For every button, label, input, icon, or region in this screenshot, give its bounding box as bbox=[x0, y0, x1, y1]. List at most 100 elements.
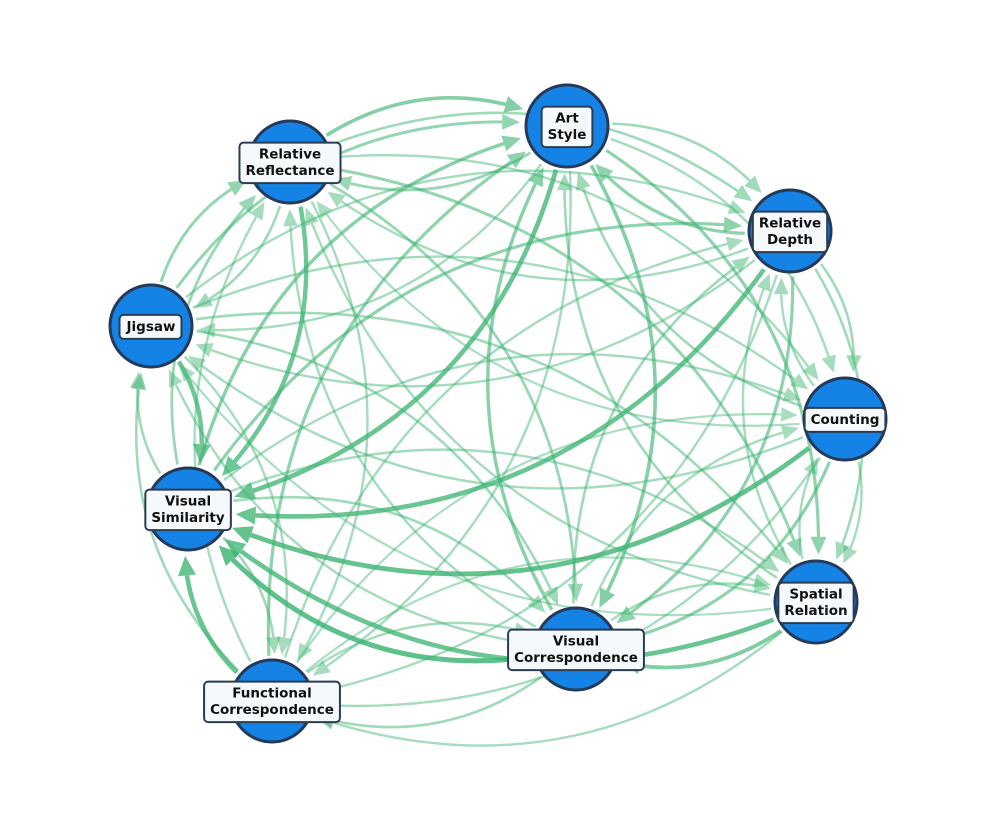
arrowhead-jigsaw-to-functional-correspondence bbox=[276, 636, 292, 655]
node-label-line: Reflectance bbox=[245, 163, 334, 179]
arrowhead-relative-depth-to-spatial-relation bbox=[835, 541, 850, 560]
arrowhead-relative-depth-to-relative-reflectance bbox=[327, 191, 346, 208]
arrowhead-relative-depth-to-counting bbox=[846, 355, 862, 373]
edge-visual-correspondence-to-art-style bbox=[486, 183, 554, 611]
edge-visual-correspondence-to-functional-correspondence bbox=[332, 676, 542, 729]
node-label-line: Correspondence bbox=[514, 650, 638, 666]
node-counting: Counting bbox=[802, 376, 888, 462]
edge-visual-similarity-to-art-style bbox=[197, 141, 505, 466]
arrowhead-spatial-relation-to-art-style bbox=[556, 173, 573, 191]
arrowhead-visual-correspondence-to-counting bbox=[780, 425, 799, 440]
arrowhead-relative-reflectance-to-visual-correspondence bbox=[567, 583, 584, 602]
node-label-box bbox=[118, 313, 183, 340]
arrowhead-visual-correspondence-to-relative-depth bbox=[731, 256, 750, 274]
arrowhead-visual-similarity-to-relative-depth bbox=[723, 216, 743, 233]
arrowhead-art-style-to-counting bbox=[821, 354, 836, 373]
node-label-line: Relative bbox=[259, 147, 321, 163]
arrowhead-jigsaw-to-visual-similarity bbox=[192, 443, 211, 464]
arrowhead-jigsaw-to-visual-correspondence bbox=[543, 586, 559, 606]
edge-art-style-to-functional-correspondence bbox=[325, 171, 572, 668]
node-label-box bbox=[751, 210, 829, 254]
edge-jigsaw-to-spatial-relation bbox=[195, 311, 779, 552]
edge-visual-correspondence-to-visual-similarity bbox=[230, 557, 532, 664]
edge-functional-correspondence-to-spatial-relation bbox=[305, 556, 756, 673]
arrowhead-visual-similarity-to-jigsaw bbox=[129, 371, 145, 389]
arrowhead-functional-correspondence-to-relative-depth bbox=[725, 236, 744, 252]
edge-visual-similarity-to-relative-depth bbox=[212, 222, 725, 472]
node-label-line: Spatial bbox=[789, 587, 842, 603]
arrowhead-art-style-to-spatial-relation bbox=[810, 536, 827, 555]
arrowhead-functional-correspondence-to-visual-similarity bbox=[177, 556, 196, 577]
arrowhead-jigsaw-to-relative-reflectance bbox=[227, 180, 247, 196]
arrowhead-functional-correspondence-to-relative-reflectance bbox=[249, 202, 265, 221]
node-label-box bbox=[203, 680, 341, 724]
node-label-line: Depth bbox=[767, 232, 813, 248]
edge-jigsaw-to-relative-depth bbox=[185, 169, 731, 299]
arrowhead-relative-reflectance-to-counting bbox=[802, 362, 819, 381]
node-label-line: Style bbox=[548, 127, 587, 143]
edge-relative-reflectance-to-visual-similarity bbox=[232, 206, 309, 464]
arrowhead-visual-correspondence-to-art-style bbox=[528, 167, 544, 188]
arrowhead-relative-depth-to-visual-correspondence bbox=[616, 606, 636, 624]
edge-art-style-to-jigsaw bbox=[214, 163, 543, 332]
node-label-line: Visual bbox=[165, 494, 211, 510]
edge-spatial-relation-to-relative-reflectance bbox=[310, 223, 771, 597]
arrowhead-relative-reflectance-to-relative-depth bbox=[733, 184, 753, 202]
node-label-line: Counting bbox=[811, 412, 880, 428]
edge-spatial-relation-to-relative-depth bbox=[741, 288, 792, 565]
edge-jigsaw-to-visual-correspondence bbox=[196, 329, 552, 590]
arrowhead-counting-to-visual-similarity bbox=[232, 526, 254, 544]
edge-visual-correspondence-to-relative-depth bbox=[572, 265, 737, 604]
arrowhead-art-style-to-visual-correspondence bbox=[599, 587, 616, 608]
edge-relative-depth-to-relative-reflectance bbox=[340, 200, 749, 282]
edge-relative-depth-to-counting bbox=[819, 263, 856, 356]
arrowhead-visual-correspondence-to-relative-reflectance bbox=[283, 209, 298, 227]
node-label-box bbox=[540, 105, 594, 149]
edge-visual-correspondence-to-counting bbox=[590, 431, 784, 607]
arrowhead-relative-depth-to-visual-similarity bbox=[235, 506, 257, 525]
node-label-box bbox=[507, 628, 645, 672]
arrowhead-art-style-to-jigsaw bbox=[197, 322, 216, 338]
edge-spatial-relation-to-functional-correspondence bbox=[332, 630, 783, 747]
edge-art-style-to-counting bbox=[610, 137, 830, 358]
arrowhead-visual-correspondence-to-visual-similarity bbox=[218, 545, 240, 567]
arrowhead-counting-to-relative-depth bbox=[773, 277, 789, 295]
node-label-line: Jigsaw bbox=[126, 319, 176, 335]
edge-counting-to-visual-similarity bbox=[249, 446, 811, 577]
node-label-box bbox=[238, 141, 342, 185]
node-label-box bbox=[777, 581, 855, 625]
arrowhead-relative-reflectance-to-art-style bbox=[503, 96, 524, 113]
edge-spatial-relation-to-visual-correspondence bbox=[639, 629, 782, 670]
edge-visual-correspondence-to-relative-reflectance bbox=[289, 225, 537, 628]
arrowhead-counting-to-jigsaw bbox=[188, 355, 206, 372]
arrowhead-functional-correspondence-to-counting bbox=[780, 407, 798, 422]
node-label-line: Relation bbox=[784, 603, 847, 619]
edge-relative-reflectance-to-jigsaw bbox=[208, 205, 282, 301]
arrowhead-spatial-relation-to-relative-depth bbox=[756, 273, 771, 292]
edge-functional-correspondence-to-visual-similarity bbox=[184, 574, 239, 675]
arrowhead-counting-to-relative-reflectance bbox=[316, 200, 333, 219]
edge-jigsaw-to-visual-similarity bbox=[176, 360, 204, 445]
edge-relative-reflectance-to-art-style bbox=[325, 96, 507, 137]
edge-counting-to-spatial-relation bbox=[849, 461, 863, 549]
node-label-line: Visual bbox=[553, 634, 599, 650]
node-label-line: Art bbox=[555, 111, 579, 127]
arrowhead-visual-similarity-to-relative-reflectance bbox=[238, 194, 256, 214]
arrowhead-spatial-relation-to-relative-reflectance bbox=[305, 207, 319, 227]
arrowhead-relative-reflectance-to-spatial-relation bbox=[786, 537, 802, 557]
arrowhead-visual-similarity-to-art-style bbox=[501, 135, 521, 152]
edge-relative-depth-to-art-style bbox=[606, 175, 745, 235]
edge-relative-reflectance-to-functional-correspondence bbox=[304, 201, 369, 647]
edge-art-style-to-relative-depth bbox=[612, 122, 751, 182]
arrowhead-functional-correspondence-to-spatial-relation bbox=[752, 573, 772, 588]
edge-layer bbox=[129, 96, 865, 747]
